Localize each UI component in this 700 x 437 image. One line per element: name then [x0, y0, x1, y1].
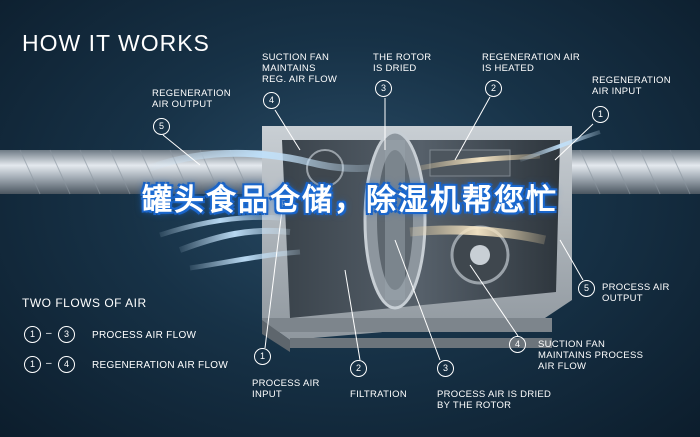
step-number-5: 5	[153, 118, 170, 135]
label-process-air-input: PROCESS AIR INPUT	[252, 378, 320, 400]
label-suction-fan-process: SUCTION FAN MAINTAINS PROCESS AIR FLOW	[538, 339, 644, 372]
leader-lines	[162, 96, 594, 361]
step-number-5-bottom: 5	[578, 280, 595, 297]
page-title: HOW IT WORKS	[22, 30, 210, 56]
label-process-air-output: PROCESS AIR OUTPUT	[602, 282, 670, 304]
step-number-1-bottom: 1	[254, 348, 271, 365]
rotor	[363, 130, 427, 310]
label-regeneration-air-input: REGENERATION AIR INPUT	[592, 75, 671, 97]
banner-headline: 罐头食品仓储，除湿机帮您忙	[142, 183, 558, 218]
legend-title: TWO FLOWS OF AIR	[22, 296, 147, 310]
label-regeneration-air-output: REGENERATION AIR OUTPUT	[152, 88, 231, 110]
step-number-3-bottom: 3	[437, 360, 454, 377]
label-suction-fan-reg: SUCTION FAN MAINTAINS REG. AIR FLOW	[262, 52, 338, 85]
legend-row2-to: 4	[58, 356, 75, 373]
step-number-3: 3	[375, 80, 392, 97]
step-number-4-bottom: 4	[509, 336, 526, 353]
step-number-1: 1	[592, 106, 609, 123]
right-duct	[560, 149, 700, 195]
label-process-air-dried: PROCESS AIR IS DRIED BY THE ROTOR	[437, 389, 552, 411]
legend-row1-to: 3	[58, 326, 75, 343]
step-number-2-bottom: 2	[350, 360, 367, 377]
step-number-2: 2	[485, 80, 502, 97]
legend-row1-from: 1	[24, 326, 41, 343]
suction-fan	[306, 149, 510, 285]
airflow-streams	[148, 130, 601, 271]
step-number-4: 4	[263, 92, 280, 109]
legend-row2-label: REGENERATION AIR FLOW	[92, 360, 229, 371]
legend-row2-from: 1	[24, 356, 41, 373]
legend-row1-dash: –	[46, 328, 52, 339]
label-regeneration-heated: REGENERATION AIR IS HEATED	[482, 52, 581, 74]
legend-row1-label: PROCESS AIR FLOW	[92, 330, 197, 341]
label-rotor-dried: THE ROTOR IS DRIED	[373, 52, 432, 74]
label-filtration: FILTRATION	[350, 389, 408, 400]
legend-row2-dash: –	[46, 358, 52, 369]
left-duct	[0, 149, 275, 195]
